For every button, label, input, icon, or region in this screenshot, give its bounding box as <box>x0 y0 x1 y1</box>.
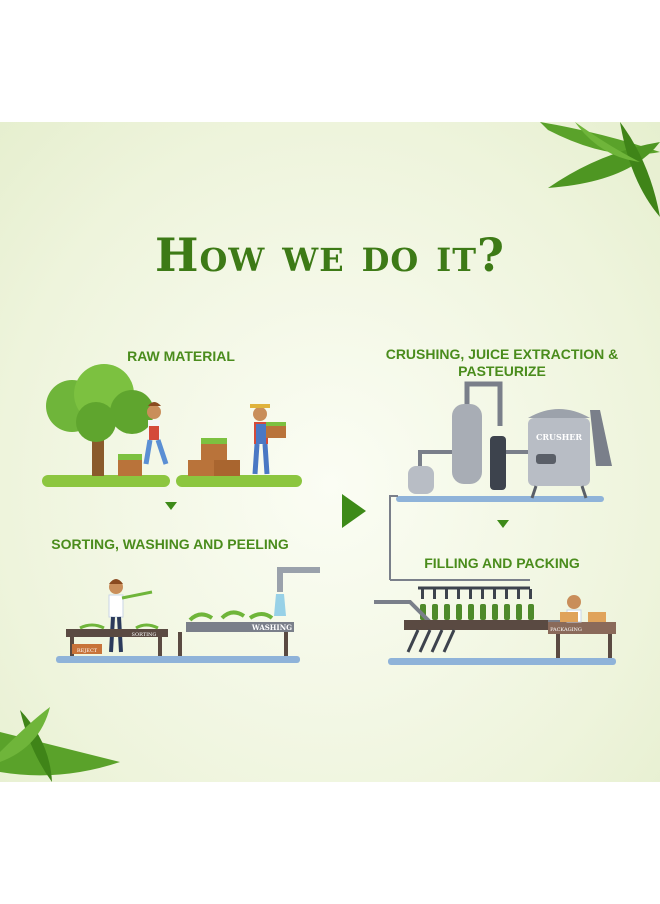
filler-nozzle <box>469 589 472 599</box>
crate-stack-icon <box>188 438 240 476</box>
pump-icon <box>408 466 434 494</box>
water-pipe <box>277 567 320 592</box>
filler-nozzle <box>493 589 496 599</box>
tank-icon <box>452 404 482 484</box>
filling-illustration <box>374 579 616 665</box>
filler-nozzle <box>433 589 436 599</box>
crate-icon <box>118 454 142 476</box>
extractor-icon <box>490 436 506 490</box>
sorting-table <box>66 629 168 637</box>
juice-bottle <box>516 604 522 620</box>
bottle-row-icon <box>420 589 534 620</box>
crusher-machine-icon <box>528 418 590 486</box>
filling-conveyor <box>404 620 548 630</box>
farmer-man-icon <box>250 404 286 475</box>
reject-bin <box>72 644 102 654</box>
worker-icon <box>108 579 153 653</box>
step-label-filling: FILLING AND PACKING <box>424 555 580 571</box>
filler-nozzle <box>421 589 424 599</box>
water-spray <box>274 594 286 616</box>
neem-leaf-top-right-icon <box>540 122 660 217</box>
filler-nozzle <box>529 589 532 599</box>
filler-nozzle <box>517 589 520 599</box>
juice-bottle <box>432 604 438 620</box>
juice-bottle <box>504 604 510 620</box>
sorting-illustration <box>56 567 320 663</box>
juice-bottle <box>492 604 498 620</box>
step-label-sorting: SORTING, WASHING AND PEELING <box>51 536 289 552</box>
juice-bottle <box>468 604 474 620</box>
filler-nozzle <box>457 589 460 599</box>
arrow-down-1-icon <box>165 502 177 510</box>
juice-bottle <box>444 604 450 620</box>
step-label-raw-material: RAW MATERIAL <box>127 348 235 364</box>
arrow-down-2-icon <box>497 520 509 528</box>
washing-conveyor <box>186 622 294 632</box>
decor-layer <box>0 122 660 782</box>
filler-nozzle <box>505 589 508 599</box>
farmer-woman-icon <box>143 402 169 465</box>
crushing-illustration <box>389 381 612 580</box>
juice-bottle <box>456 604 462 620</box>
neem-leaf-bottom-left-icon <box>0 707 120 782</box>
step-label-crushing: CRUSHING, JUICE EXTRACTION & PASTEURIZE <box>385 346 619 379</box>
box-icon <box>588 612 606 622</box>
juice-bottle <box>480 604 486 620</box>
raw-material-illustration <box>42 364 302 510</box>
packaging-table <box>548 622 616 634</box>
infographic-panel: How we do it? RAW MATERIAL CRUSHING, JUI… <box>0 122 660 782</box>
filler-nozzle <box>481 589 484 599</box>
box-icon <box>560 612 578 622</box>
juice-bottle <box>528 604 534 620</box>
filler-nozzle <box>445 589 448 599</box>
page-title: How we do it? <box>154 228 505 282</box>
big-arrow-right-icon <box>342 494 366 528</box>
neem-tree-icon <box>46 364 154 476</box>
